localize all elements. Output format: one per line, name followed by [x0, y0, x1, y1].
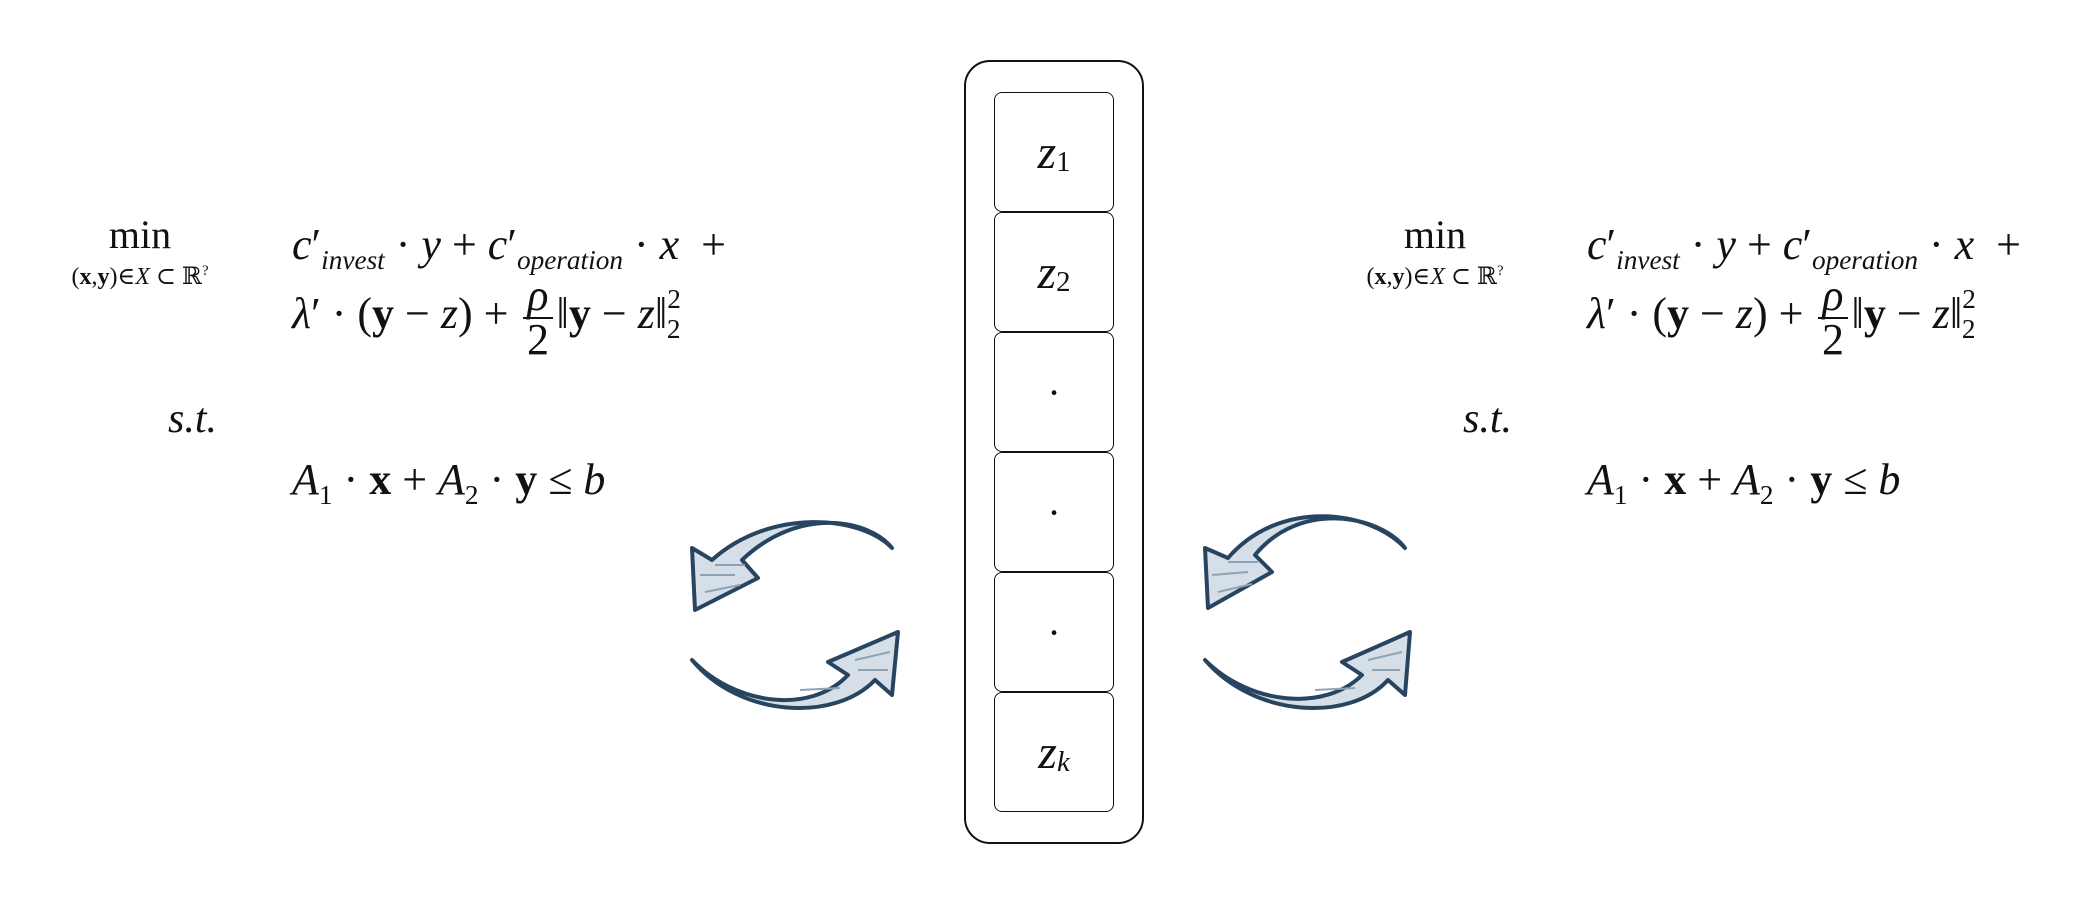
right-upper-arrow-icon: [1203, 514, 1407, 610]
min-subscript: (x,y)∈X ⊂ ℝ?: [1366, 263, 1504, 290]
vector-cell-ellipsis: ·: [994, 452, 1114, 572]
min-word: min: [108, 212, 172, 257]
min-subscript: (x,y)∈X ⊂ ℝ?: [71, 263, 209, 290]
vector-cell-ellipsis: ·: [994, 332, 1114, 452]
subject-to-label: s.t.: [1463, 396, 1513, 442]
left-subproblem-formula: min (x,y)∈X ⊂ ℝ? c′invest · y + c′operat…: [30, 200, 790, 530]
vector-cell-ellipsis: ·: [994, 572, 1114, 692]
left-upper-arrow-icon: [690, 520, 894, 612]
right-lower-arrow-icon: [1203, 630, 1412, 711]
right-subproblem-formula: min (x,y)∈X ⊂ ℝ? c′invest · y + c′operat…: [1325, 200, 2085, 530]
objective-line-1: c′invest · y + c′operation · x +: [1587, 220, 2021, 275]
min-word: min: [1403, 212, 1467, 257]
left-lower-arrow-icon: [690, 630, 900, 711]
objective-line-1: c′invest · y + c′operation · x +: [292, 220, 726, 275]
constraint-line: A1 · x + A2 · y ≤ b: [1587, 455, 1901, 510]
constraint-line: A1 · x + A2 · y ≤ b: [292, 455, 606, 510]
minimize-operator: min (x,y)∈X ⊂ ℝ?: [1325, 215, 1545, 291]
subject-to-label: s.t.: [168, 396, 218, 442]
minimize-operator: min (x,y)∈X ⊂ ℝ?: [30, 215, 250, 291]
